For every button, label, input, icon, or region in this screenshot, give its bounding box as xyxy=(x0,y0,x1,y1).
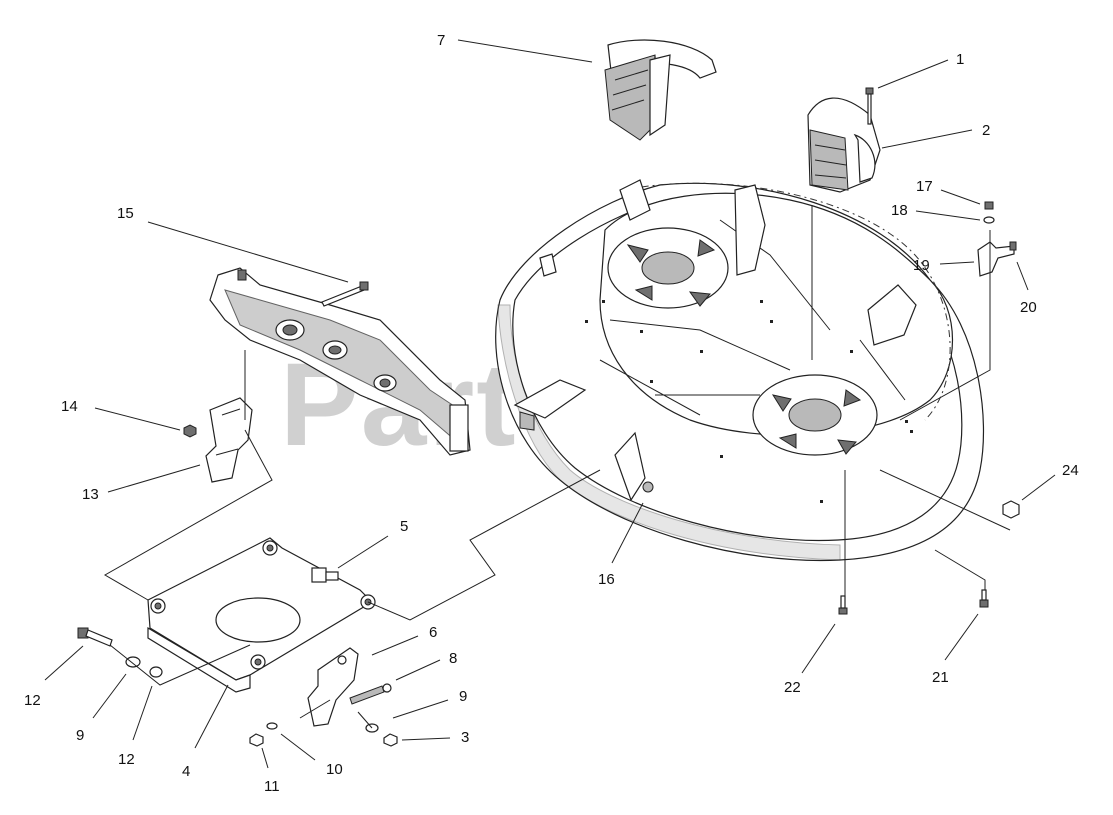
callout-2: 2 xyxy=(982,122,990,139)
callout-9-left: 9 xyxy=(76,727,84,744)
lift-arm-16 xyxy=(209,267,471,456)
bolt-23 xyxy=(838,595,848,615)
washer-9-left xyxy=(125,656,141,668)
callout-21: 20 xyxy=(1020,299,1037,316)
callout-4: 4 xyxy=(182,763,190,780)
leader-lines xyxy=(44,39,1056,769)
bolt-1 xyxy=(865,87,874,125)
callout-16: 15 xyxy=(117,205,134,222)
callout-5: 5 xyxy=(400,518,408,535)
bracket-6 xyxy=(307,647,359,727)
spindle-left xyxy=(607,227,729,309)
callout-3: 3 xyxy=(461,729,469,746)
callout-18: 17 xyxy=(916,178,933,195)
mower-deck xyxy=(495,179,985,562)
callout-15: 14 xyxy=(61,398,78,415)
bolt-21 xyxy=(1009,241,1017,251)
callout-1: 1 xyxy=(956,51,964,68)
callout-20: 19 xyxy=(913,257,930,274)
assembly-lines xyxy=(103,205,1011,729)
callout-23: 22 xyxy=(784,679,801,696)
callout-22: 21 xyxy=(932,669,949,686)
callout-24: 24 xyxy=(1062,462,1079,479)
washer-19 xyxy=(983,216,995,224)
callout-14: 13 xyxy=(82,486,99,503)
screw-8 xyxy=(349,683,392,705)
callout-10: 10 xyxy=(326,761,343,778)
spacer-12 xyxy=(149,666,163,678)
nut-3 xyxy=(383,733,398,747)
bolt-13 xyxy=(77,627,113,647)
shoulder-bolt-5 xyxy=(311,567,339,583)
callout-8: 8 xyxy=(449,650,457,667)
callout-13: 12 xyxy=(24,692,41,709)
spindle-right xyxy=(752,374,878,456)
callout-11: 11 xyxy=(264,778,280,795)
nut-18 xyxy=(984,201,994,210)
callout-7: 7 xyxy=(437,32,445,49)
washer-10 xyxy=(266,722,278,730)
callout-6: 6 xyxy=(429,624,437,641)
nut-24 xyxy=(1002,500,1020,519)
elbow-fitting-20 xyxy=(977,241,1015,277)
chute-deflector-7 xyxy=(604,39,717,141)
callout-labels: 7 1 2 17 18 19 20 15 14 13 24 5 16 6 8 9… xyxy=(24,32,1079,795)
callout-9-right: 9 xyxy=(459,688,467,705)
callout-17: 16 xyxy=(598,571,615,588)
nut-11 xyxy=(249,733,264,747)
bolt-22 xyxy=(979,589,989,608)
nut-15 xyxy=(183,424,197,438)
bracket-14 xyxy=(205,397,253,483)
callout-19: 18 xyxy=(891,202,908,219)
chute-deflector-2 xyxy=(807,97,881,193)
callout-12: 12 xyxy=(118,751,135,768)
